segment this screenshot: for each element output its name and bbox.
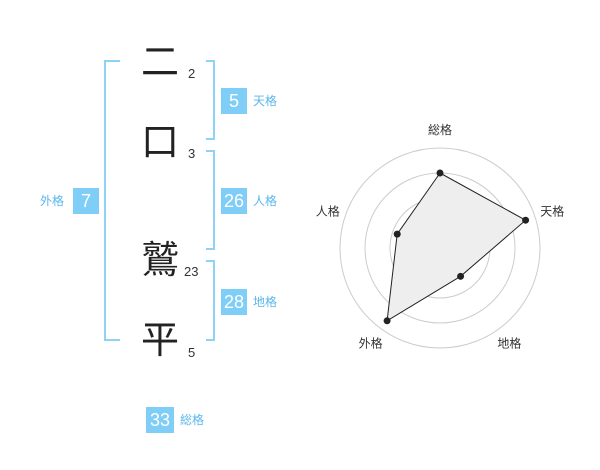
tenkaku-label: 天格: [253, 94, 278, 108]
radar-axis-label-3: 地格: [497, 335, 521, 350]
tenkaku-bracket-v: [213, 60, 215, 140]
radar-point-3: [457, 272, 465, 280]
jinkaku-value: 26: [221, 188, 247, 214]
gaikaku-bracket-top: [104, 60, 120, 62]
gaikaku-bracket-bottom: [104, 339, 120, 341]
radar-shape: [386, 172, 527, 322]
radar-point-4: [383, 317, 391, 325]
radar-axis-label-2: 天格: [540, 204, 564, 219]
radar-points: [383, 169, 530, 325]
char-3: 鷲: [140, 238, 179, 282]
radar-point-5: [393, 230, 401, 238]
chikaku-bracket-b: [206, 339, 214, 341]
gaikaku-value: 7: [73, 188, 99, 214]
chikaku-label: 地格: [253, 295, 278, 309]
radar-point-1: [436, 169, 444, 177]
chikaku-value: 28: [221, 289, 247, 315]
jinkaku-bracket: [206, 150, 214, 152]
chikaku-bracket-v: [213, 260, 215, 341]
gaikaku-label: 外格: [40, 194, 65, 208]
char-1-strokes: 2: [188, 66, 196, 81]
soukaku-value: 33: [146, 407, 174, 433]
radar-axis-label-1: 総格: [428, 122, 452, 137]
radar-axis-label-5: 人格: [316, 204, 340, 219]
soukaku-label: 総格: [180, 413, 205, 427]
tenkaku-bracket-b: [206, 138, 214, 140]
char-4-strokes: 5: [188, 345, 196, 360]
radar-ring-4: [339, 147, 541, 349]
char-3-strokes: 23: [184, 264, 199, 279]
radar-point-2: [522, 216, 530, 224]
gaikaku-bracket-vertical: [104, 60, 106, 341]
radar-axis-label-4: 外格: [359, 335, 383, 350]
char-2-strokes: 3: [188, 146, 196, 161]
jinkaku-bracket-v: [213, 150, 215, 250]
char-1: 二: [140, 40, 179, 84]
tenkaku-bracket: [206, 60, 214, 62]
jinkaku-label: 人格: [253, 194, 278, 208]
chikaku-bracket: [206, 260, 214, 262]
jinkaku-bracket-b: [206, 248, 214, 250]
char-2: 口: [140, 120, 179, 164]
tenkaku-value: 5: [221, 88, 247, 114]
char-4: 平: [140, 318, 179, 362]
